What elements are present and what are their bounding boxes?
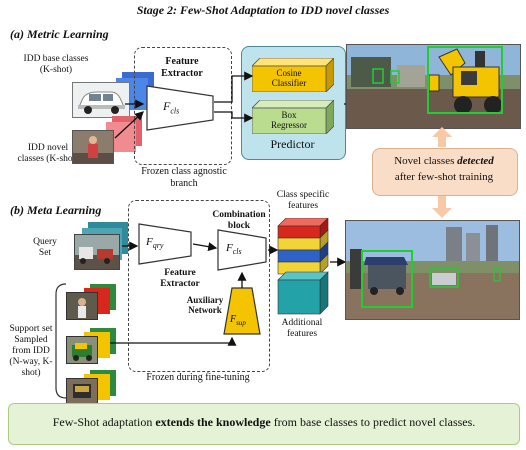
person-thumbnail: [72, 130, 114, 164]
predictor-label: Predictor: [270, 137, 315, 151]
figure-title: Stage 2: Few-Shot Adaptation to IDD nove…: [136, 3, 390, 17]
fqry-label: Fqry: [146, 236, 164, 251]
metric-learning-heading: (a) Metric Learning: [10, 27, 109, 41]
box-regressor-label: Box Regressor: [271, 110, 307, 131]
fcls-meta-trapezoid: [217, 229, 267, 271]
fcls-trapezoid: [146, 85, 214, 131]
meta-learning-heading: (b) Meta Learning: [10, 203, 102, 217]
novel-classes-label: IDD novel classes (K-shot): [17, 143, 79, 164]
base-classes-label: IDD base classes (K-shot): [23, 54, 89, 75]
frozen-finetune-label: Frozen during fine-tuning: [146, 372, 250, 383]
cosine-classifier-block: [252, 58, 334, 92]
caption-text: Few-Shot adaptation extends the knowledg…: [52, 415, 476, 429]
cosine-classifier-label: Cosine Classifier: [271, 68, 307, 89]
query-set-label: Query Set: [33, 237, 57, 258]
caption-bar: [8, 403, 520, 445]
novel-classes-note: [372, 148, 518, 196]
up-arrow-icon: [432, 127, 452, 147]
novel-note-line1: Novel classes detected: [394, 155, 494, 167]
fcls-meta-label: Fcls: [226, 242, 242, 257]
fqry-trapezoid: [138, 223, 192, 265]
meta-feature-extractor-label: Feature Extractor: [160, 268, 200, 289]
additional-features-label: Additional features: [281, 318, 323, 339]
class-specific-label: Class specific features: [276, 190, 330, 211]
car-thumbnail: [72, 82, 130, 118]
fcls-label: Fcls: [163, 99, 180, 116]
frozen-branch-label: Frozen class agnostic branch: [141, 166, 227, 189]
support-set-label: Support set Sampled from IDD (N-way, K- …: [9, 324, 53, 378]
auxiliary-network-label: Auxiliary Network: [186, 295, 224, 316]
excavator-photo: [346, 44, 521, 129]
down-arrow-icon: [432, 196, 452, 218]
fsup-label: Fsup: [230, 314, 246, 327]
box-regressor-block: [252, 100, 334, 134]
frozen-finetune-box: [128, 200, 270, 372]
street-photo: [345, 220, 520, 320]
novel-note-line2: after few-shot training: [394, 171, 494, 183]
combination-block-label: Combination block: [212, 210, 266, 231]
fsup-trapezoid: [223, 287, 261, 335]
support-bracket: [55, 283, 67, 399]
frozen-branch-box: [134, 47, 232, 165]
class-feature-stack: [277, 218, 329, 315]
query-thumbnail: [74, 234, 120, 270]
feature-extractor-title: Feature Extractor: [161, 56, 203, 79]
